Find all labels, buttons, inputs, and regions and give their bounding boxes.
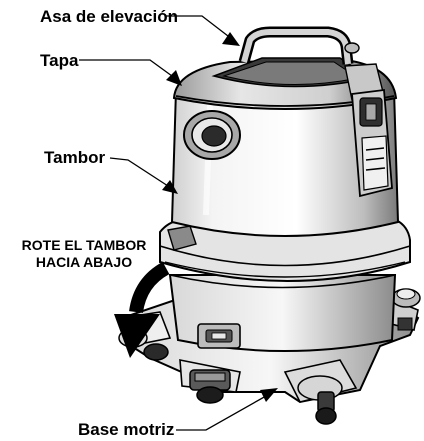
label-drum: Tambor <box>44 148 106 167</box>
hose-inlet <box>183 110 241 160</box>
leader-arrowheads <box>162 32 278 402</box>
curved-arrow-down-icon <box>114 261 170 358</box>
label-rotate-line-2: HACIA ABAJO <box>35 253 133 270</box>
side-latch <box>351 88 393 198</box>
label-lid: Tapa <box>40 51 79 70</box>
label-power-base: Base motriz <box>78 420 175 439</box>
label-rotate-drum: ROTE EL TAMBOR HACIA ABAJO <box>5 237 163 271</box>
label-lift-handle: Asa de elevación <box>40 7 178 26</box>
motor-base-housing <box>168 274 397 352</box>
label-rotate-line-1: ROTE EL TAMBOR <box>21 237 147 253</box>
lift-handle <box>238 26 360 65</box>
leader-lines <box>79 15 267 431</box>
